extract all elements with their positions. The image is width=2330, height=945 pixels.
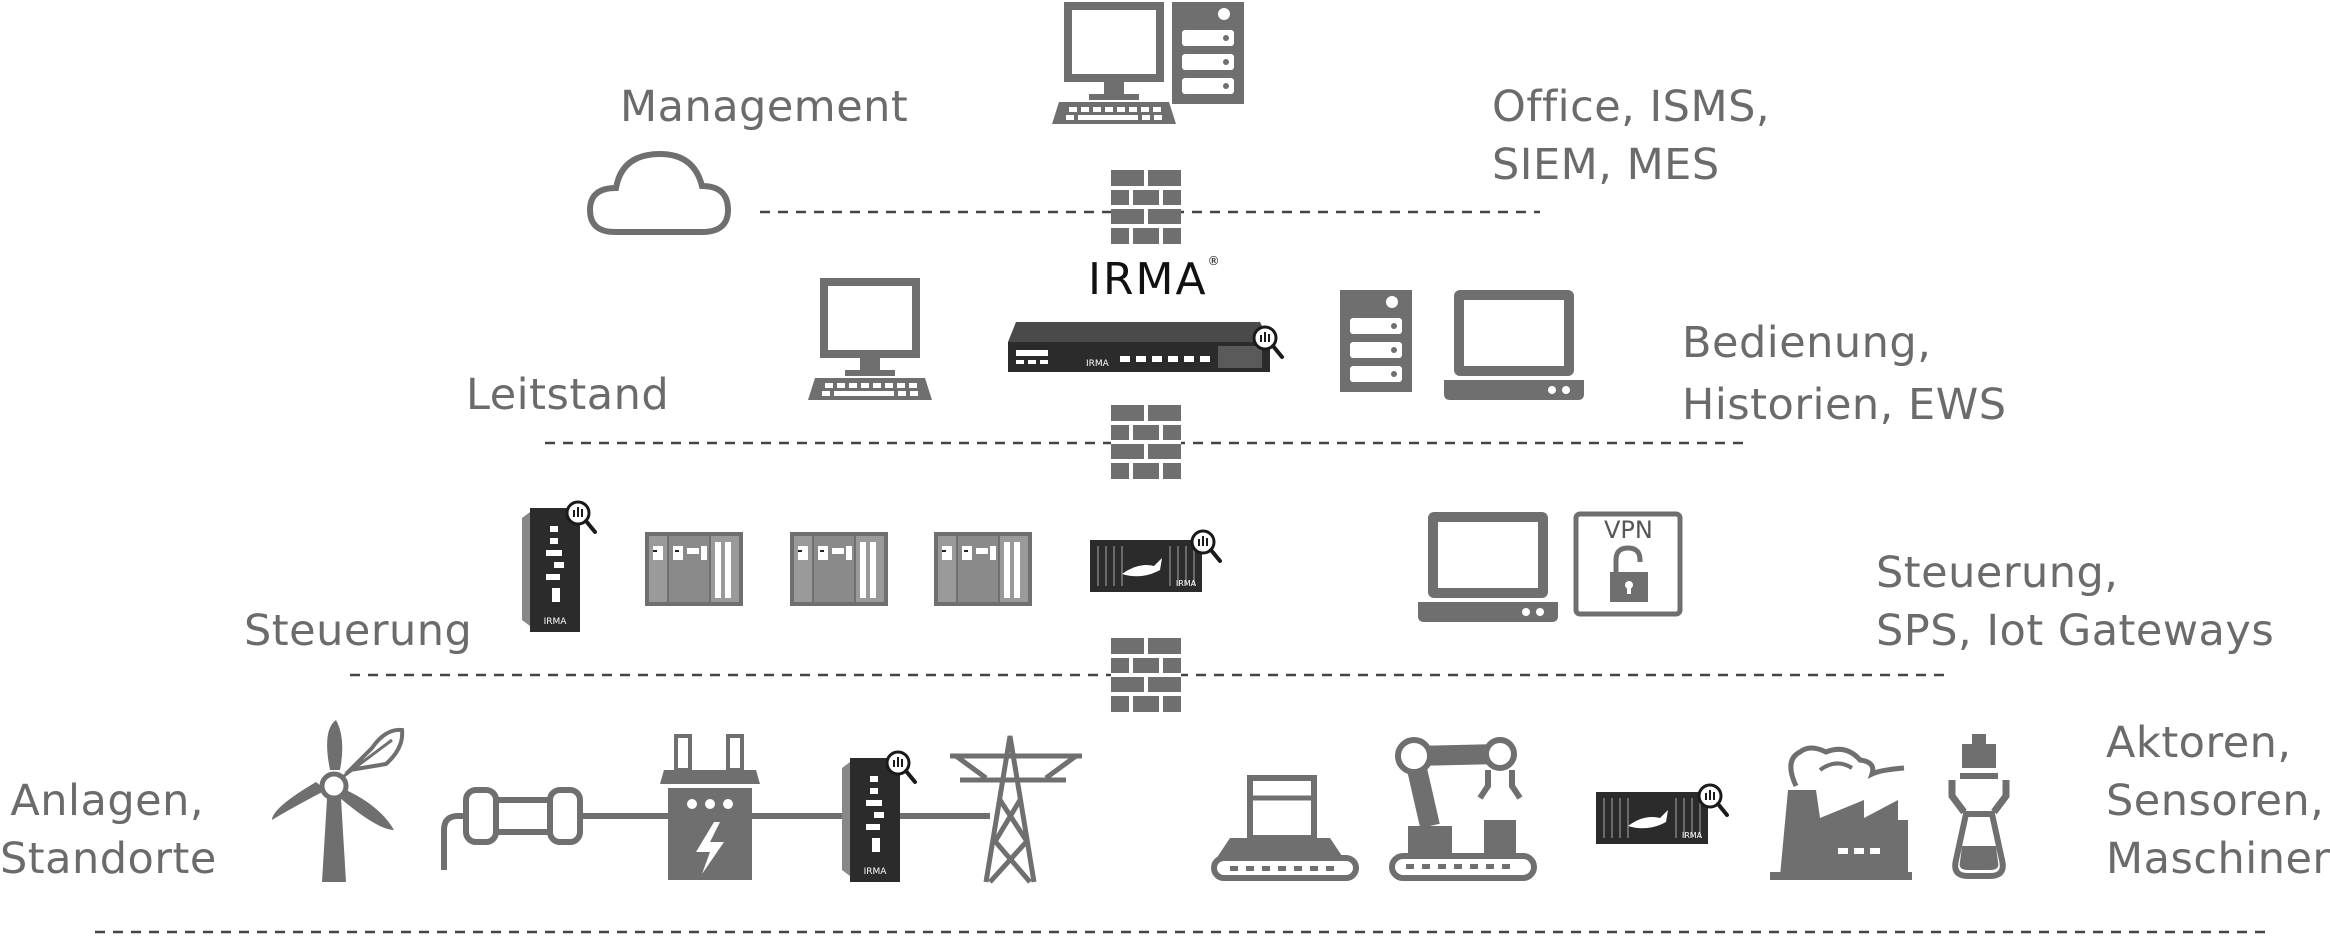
cloud-icon	[586, 150, 732, 235]
firewall-icon	[1109, 636, 1183, 714]
workstation-monitor-icon	[1052, 2, 1176, 124]
label-management-right-2: SIEM, MES	[1492, 140, 1720, 190]
irma-brand-logo: IRMA®	[1088, 254, 1222, 305]
label-steuerung: Steuerung	[244, 606, 473, 656]
label-anlagen-2: Standorte	[0, 834, 217, 884]
vpn-label: VPN	[1604, 516, 1653, 544]
label-leitstand-right-1: Bedienung,	[1682, 318, 1932, 368]
robot-arm-icon	[1389, 737, 1537, 881]
label-steuerung-right-1: Steuerung,	[1876, 548, 2119, 598]
label-anlagen-right-3: Maschinen	[2106, 834, 2330, 884]
irma-din-device-icon	[522, 508, 580, 632]
label-leitstand-right-2: Historien, EWS	[1682, 380, 2007, 430]
server-tower-icon	[1172, 2, 1244, 104]
lab-flask-icon	[1948, 734, 2010, 879]
svg-text:IRMA: IRMA	[1086, 359, 1110, 369]
label-leitstand: Leitstand	[466, 370, 670, 420]
padlock-icon	[1613, 545, 1643, 574]
label-management: Management	[620, 82, 909, 132]
wind-turbine-icon	[272, 720, 405, 882]
label-steuerung-right-2: SPS, Iot Gateways	[1876, 606, 2275, 656]
vpn-box	[1573, 511, 1683, 617]
cable-icon	[463, 787, 583, 845]
power-line	[441, 813, 990, 870]
transmission-tower-icon	[950, 735, 1082, 884]
label-management-right-1: Office, ISMS,	[1492, 82, 1771, 132]
operator-monitor-icon	[808, 278, 932, 400]
plc-icon	[645, 532, 743, 606]
firewall-icon	[1109, 168, 1183, 246]
label-anlagen-right-2: Sensoren,	[2106, 776, 2325, 826]
factory-icon	[1770, 745, 1912, 880]
irma-appliance-icon: IRMA	[1008, 322, 1270, 372]
irma-din-device-icon	[842, 758, 900, 882]
irma-brand-name: IRMA	[1088, 254, 1208, 305]
laptop-icon	[1418, 512, 1558, 622]
irma-brand-registered-mark: ®	[1207, 254, 1222, 268]
firewall-icon	[1109, 403, 1183, 481]
irma-box-device-icon	[1595, 791, 1709, 845]
plc-icon	[790, 532, 888, 606]
label-anlagen-right-1: Aktoren,	[2106, 718, 2292, 768]
irma-box-device-icon	[1089, 539, 1203, 593]
conveyor-icon	[1211, 775, 1359, 881]
laptop-icon	[1444, 290, 1584, 400]
label-anlagen-1: Anlagen,	[10, 776, 204, 826]
transformer-icon	[660, 734, 760, 880]
server-tower-icon	[1340, 290, 1412, 392]
plc-icon	[934, 532, 1032, 606]
